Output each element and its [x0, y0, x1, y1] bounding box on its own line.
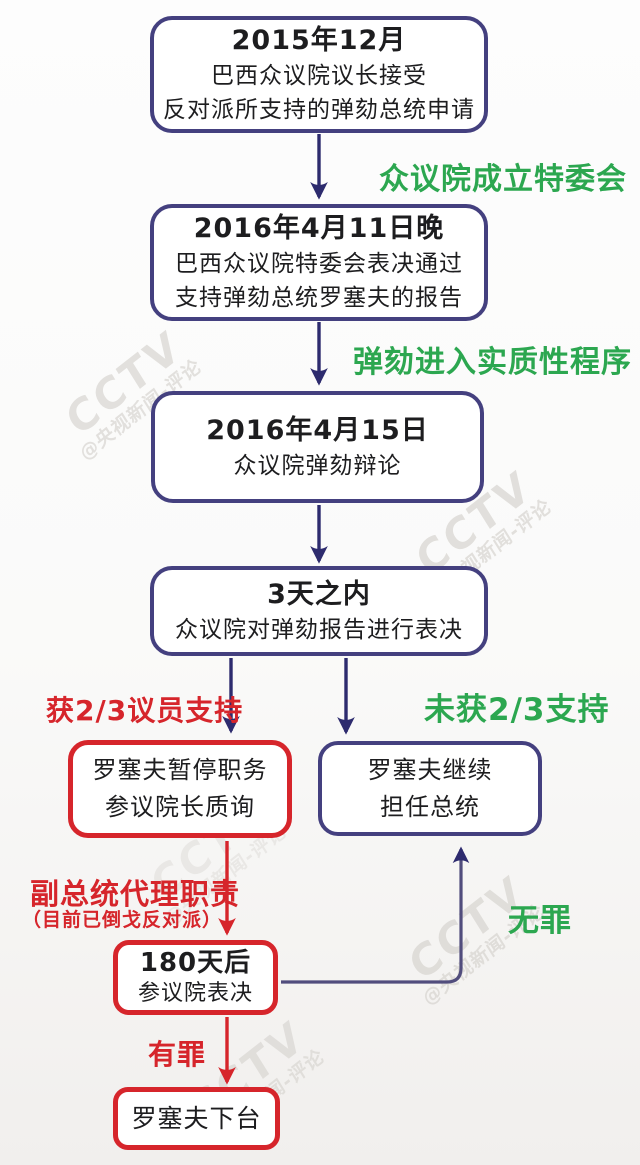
node-text: 支持弹劾总统罗塞夫的报告 — [175, 285, 463, 311]
node-senate-vote: 180天后 参议院表决 — [113, 940, 278, 1015]
label-vp-note: （目前已倒戈反对派） — [22, 909, 223, 931]
node-remains-president: 罗塞夫继续 担任总统 — [318, 741, 542, 836]
node-text: 反对派所支持的弹劾总统申请 — [163, 97, 475, 123]
node-text: 众议院弹劾辩论 — [233, 452, 402, 479]
node-date: 2015年12月 — [231, 25, 407, 56]
label-two-thirds-support: 获2/3议员支持 — [46, 694, 244, 727]
node-house-debate: 2016年4月15日 众议院弹劾辩论 — [151, 391, 484, 503]
label-vp-acting: 副总统代理职责 — [30, 877, 241, 911]
label-substantive-stage: 弹劾进入实质性程序 — [353, 345, 632, 380]
node-petition-accepted: 2015年12月 巴西众议院议长接受 反对派所支持的弹劾总统申请 — [150, 16, 488, 133]
label-no-two-thirds: 未获2/3支持 — [424, 692, 610, 728]
node-text: 担任总统 — [380, 792, 480, 821]
node-date: 2016年4月11日晚 — [193, 213, 445, 244]
node-committee-report: 2016年4月11日晚 巴西众议院特委会表决通过 支持弹劾总统罗塞夫的报告 — [150, 204, 488, 321]
node-text: 参议院表决 — [137, 980, 253, 1006]
node-suspended: 罗塞夫暂停职务 参议院长质询 — [68, 740, 292, 838]
node-date: 2016年4月15日 — [206, 414, 429, 446]
label-innocent: 无罪 — [508, 903, 572, 939]
node-text: 巴西众议院议长接受 — [211, 63, 427, 89]
node-text: 参议院长质询 — [105, 793, 255, 821]
node-house-vote: 3天之内 众议院对弹劾报告进行表决 — [150, 566, 488, 656]
node-text: 罗塞夫暂停职务 — [92, 756, 268, 784]
label-form-committee: 众议院成立特委会 — [379, 162, 627, 197]
node-date: 180天后 — [139, 947, 252, 978]
label-guilty: 有罪 — [148, 1038, 207, 1071]
node-steps-down: 罗塞夫下台 — [113, 1087, 280, 1150]
node-date: 3天之内 — [267, 578, 371, 610]
node-text: 众议院对弹劾报告进行表决 — [175, 616, 463, 643]
node-text: 罗塞夫下台 — [131, 1103, 262, 1133]
node-text: 巴西众议院特委会表决通过 — [175, 251, 463, 277]
node-text: 罗塞夫继续 — [367, 755, 493, 784]
